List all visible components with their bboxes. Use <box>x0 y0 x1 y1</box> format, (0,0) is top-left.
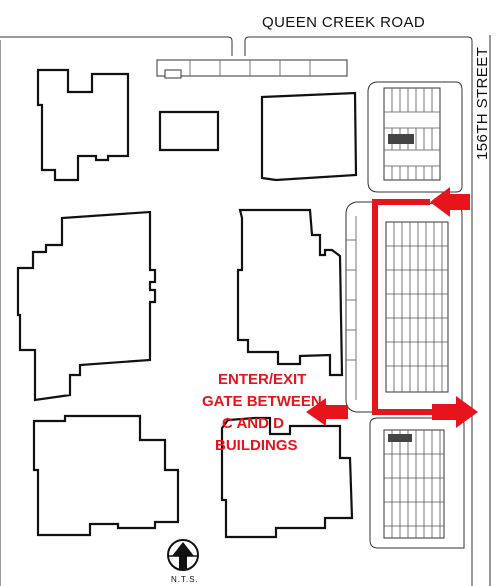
parking-stalls-south <box>384 430 444 538</box>
building-southwest <box>32 414 180 537</box>
arrow-gate-west <box>306 398 348 426</box>
building-west-large <box>16 210 157 402</box>
gate-label-line-1: ENTER/EXIT <box>218 371 306 388</box>
route-line <box>372 199 432 415</box>
north-parking-strip <box>156 59 348 79</box>
parking-stalls-middle <box>346 216 448 400</box>
north-arrow-icon <box>167 539 199 571</box>
parking-stalls-north <box>388 88 433 180</box>
parking-lots <box>345 81 465 549</box>
building-small-north <box>158 110 220 152</box>
road-curbs <box>0 35 491 586</box>
gate-label-line-2: GATE BETWEEN <box>202 393 322 410</box>
buildings <box>16 68 358 539</box>
north-arrow-label: N.T.S. <box>171 575 199 584</box>
road-label-north: QUEEN CREEK ROAD <box>262 14 425 31</box>
arrow-exit-south <box>432 396 478 428</box>
building-northeast <box>260 91 358 182</box>
road-label-east: 156TH STREET <box>474 47 491 160</box>
gate-label-line-3: C AND D <box>222 415 284 432</box>
building-northwest <box>36 68 130 182</box>
gate-route <box>306 187 478 428</box>
building-center-east <box>236 208 344 377</box>
building-southeast <box>220 416 354 539</box>
arrow-enter-north <box>430 187 470 217</box>
gate-label-line-4: BUILDINGS <box>215 437 298 454</box>
gate-label: ENTER/EXIT GATE BETWEEN C AND D BUILDING… <box>202 371 322 454</box>
